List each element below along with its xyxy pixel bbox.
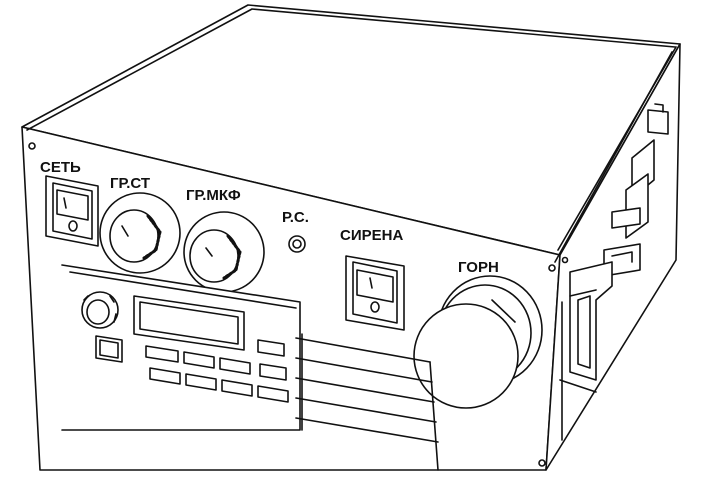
module-button[interactable] bbox=[219, 357, 251, 375]
horn-button[interactable] bbox=[413, 275, 543, 409]
volume-knob[interactable] bbox=[81, 291, 119, 329]
screw-icon bbox=[538, 459, 546, 467]
radio-station-indicator bbox=[288, 235, 306, 253]
screw-icon bbox=[561, 256, 569, 264]
module-button[interactable] bbox=[185, 373, 217, 391]
label-gain-mic: ГР.МКФ bbox=[186, 187, 241, 204]
display-window bbox=[133, 295, 245, 351]
radio-module bbox=[61, 264, 301, 431]
module-button[interactable] bbox=[145, 345, 179, 363]
siren-switch[interactable] bbox=[345, 255, 405, 331]
side-panel-details bbox=[559, 103, 669, 441]
module-button[interactable] bbox=[259, 363, 287, 381]
gain-mic-knob[interactable] bbox=[183, 211, 265, 293]
screw-icon bbox=[28, 142, 36, 150]
module-button[interactable] bbox=[95, 335, 123, 363]
led-indicator-icon bbox=[288, 235, 306, 253]
label-gain-station: ГР.СТ bbox=[110, 175, 150, 192]
module-button[interactable] bbox=[257, 385, 289, 403]
power-switch[interactable] bbox=[45, 175, 99, 247]
screws bbox=[28, 142, 569, 467]
module-button[interactable] bbox=[221, 379, 253, 397]
label-radio-station: Р.С. bbox=[282, 209, 309, 226]
screw-icon bbox=[548, 264, 556, 272]
label-power: СЕТЬ bbox=[40, 159, 81, 176]
module-button[interactable] bbox=[257, 339, 285, 357]
label-horn: ГОРН bbox=[458, 259, 499, 276]
vent-grille bbox=[295, 333, 439, 471]
module-button[interactable] bbox=[149, 367, 181, 385]
gain-station-knob[interactable] bbox=[99, 192, 181, 274]
label-siren: СИРЕНА bbox=[340, 227, 403, 244]
module-button[interactable] bbox=[183, 351, 215, 369]
